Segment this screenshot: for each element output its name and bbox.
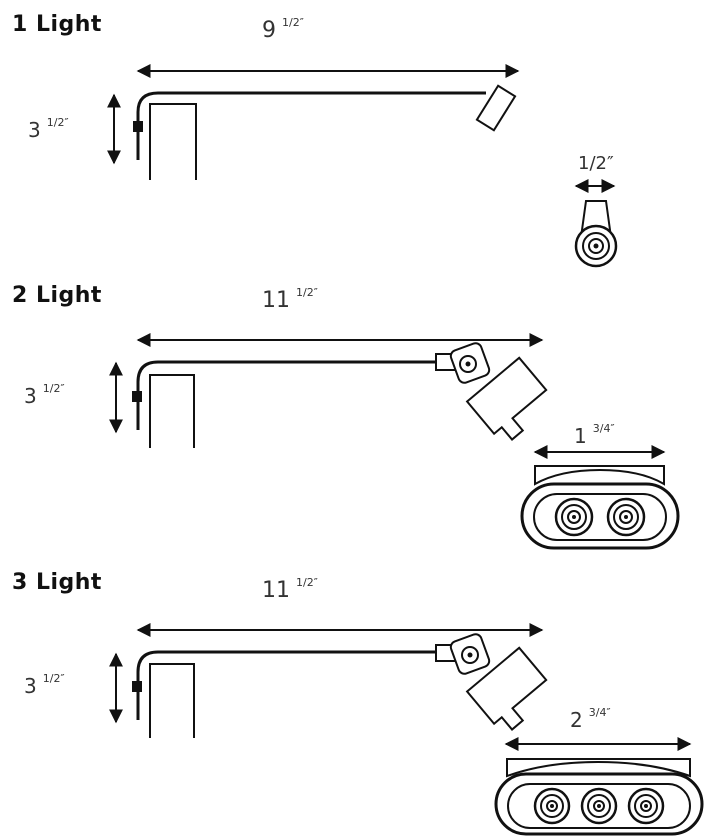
section-1-headwidth-frac: 1/2″ — [578, 153, 614, 174]
section-2-headwidth-whole: 1 — [574, 424, 587, 448]
section-2-arm — [136, 360, 438, 430]
section-1-headwidth-label: 1/2″ — [578, 153, 614, 174]
section-2-head-front — [520, 445, 680, 550]
section-2-headwidth-frac: 3/4″ — [592, 422, 615, 435]
section-1-lamp-head — [475, 84, 517, 132]
section-3-length-label: 11 1/2″ — [262, 576, 318, 603]
section-2-title: 2 Light — [12, 283, 102, 308]
section-3-title: 3 Light — [12, 570, 102, 595]
section-2-drawing — [109, 333, 680, 550]
section-2-height-label: 3 1/2″ — [24, 382, 65, 408]
section-2-height-frac: 1/2″ — [42, 382, 65, 395]
section-2-height-whole: 3 — [24, 384, 37, 408]
section-2-length-whole: 11 — [262, 288, 290, 313]
section-1-length-frac: 1/2″ — [282, 16, 304, 29]
section-1-drawing — [107, 64, 618, 268]
section-1-height-frac: 1/2″ — [46, 116, 69, 129]
section-2-sign-board — [149, 374, 195, 448]
section-2-knuckle — [449, 342, 491, 384]
section-3-height-whole: 3 — [24, 674, 37, 698]
section-3-height-label: 3 1/2″ — [24, 672, 65, 698]
section-3-sign-board — [149, 663, 195, 738]
section-1-title: 1 Light — [12, 12, 102, 37]
section-3-drawing — [109, 623, 704, 836]
section-3-knuckle — [449, 633, 491, 675]
section-3-head-front — [494, 737, 704, 836]
section-3-headwidth-whole: 2 — [570, 708, 583, 732]
section-3-length-whole: 11 — [262, 578, 290, 603]
section-1-sign-board — [149, 103, 197, 180]
section-1-height-label: 3 1/2″ — [28, 116, 69, 142]
section-1-arm — [136, 91, 486, 160]
section-3-headwidth-label: 2 3/4″ — [570, 706, 611, 732]
section-2-headwidth-label: 1 3/4″ — [574, 422, 615, 448]
section-3-length-frac: 1/2″ — [296, 576, 318, 589]
section-2-length-label: 11 1/2″ — [262, 286, 318, 313]
section-3-arm — [136, 650, 438, 720]
section-1-length-whole: 9 — [262, 18, 276, 43]
section-3-lamp-head — [465, 646, 548, 731]
section-1-length-label: 9 1/2″ — [262, 16, 304, 43]
section-3-headwidth-frac: 3/4″ — [588, 706, 611, 719]
section-2-length-frac: 1/2″ — [296, 286, 318, 299]
section-3-height-frac: 1/2″ — [42, 672, 65, 685]
section-1-head-front — [574, 179, 618, 268]
section-1-height-whole: 3 — [28, 118, 41, 142]
section-2-lamp-head — [465, 356, 548, 441]
